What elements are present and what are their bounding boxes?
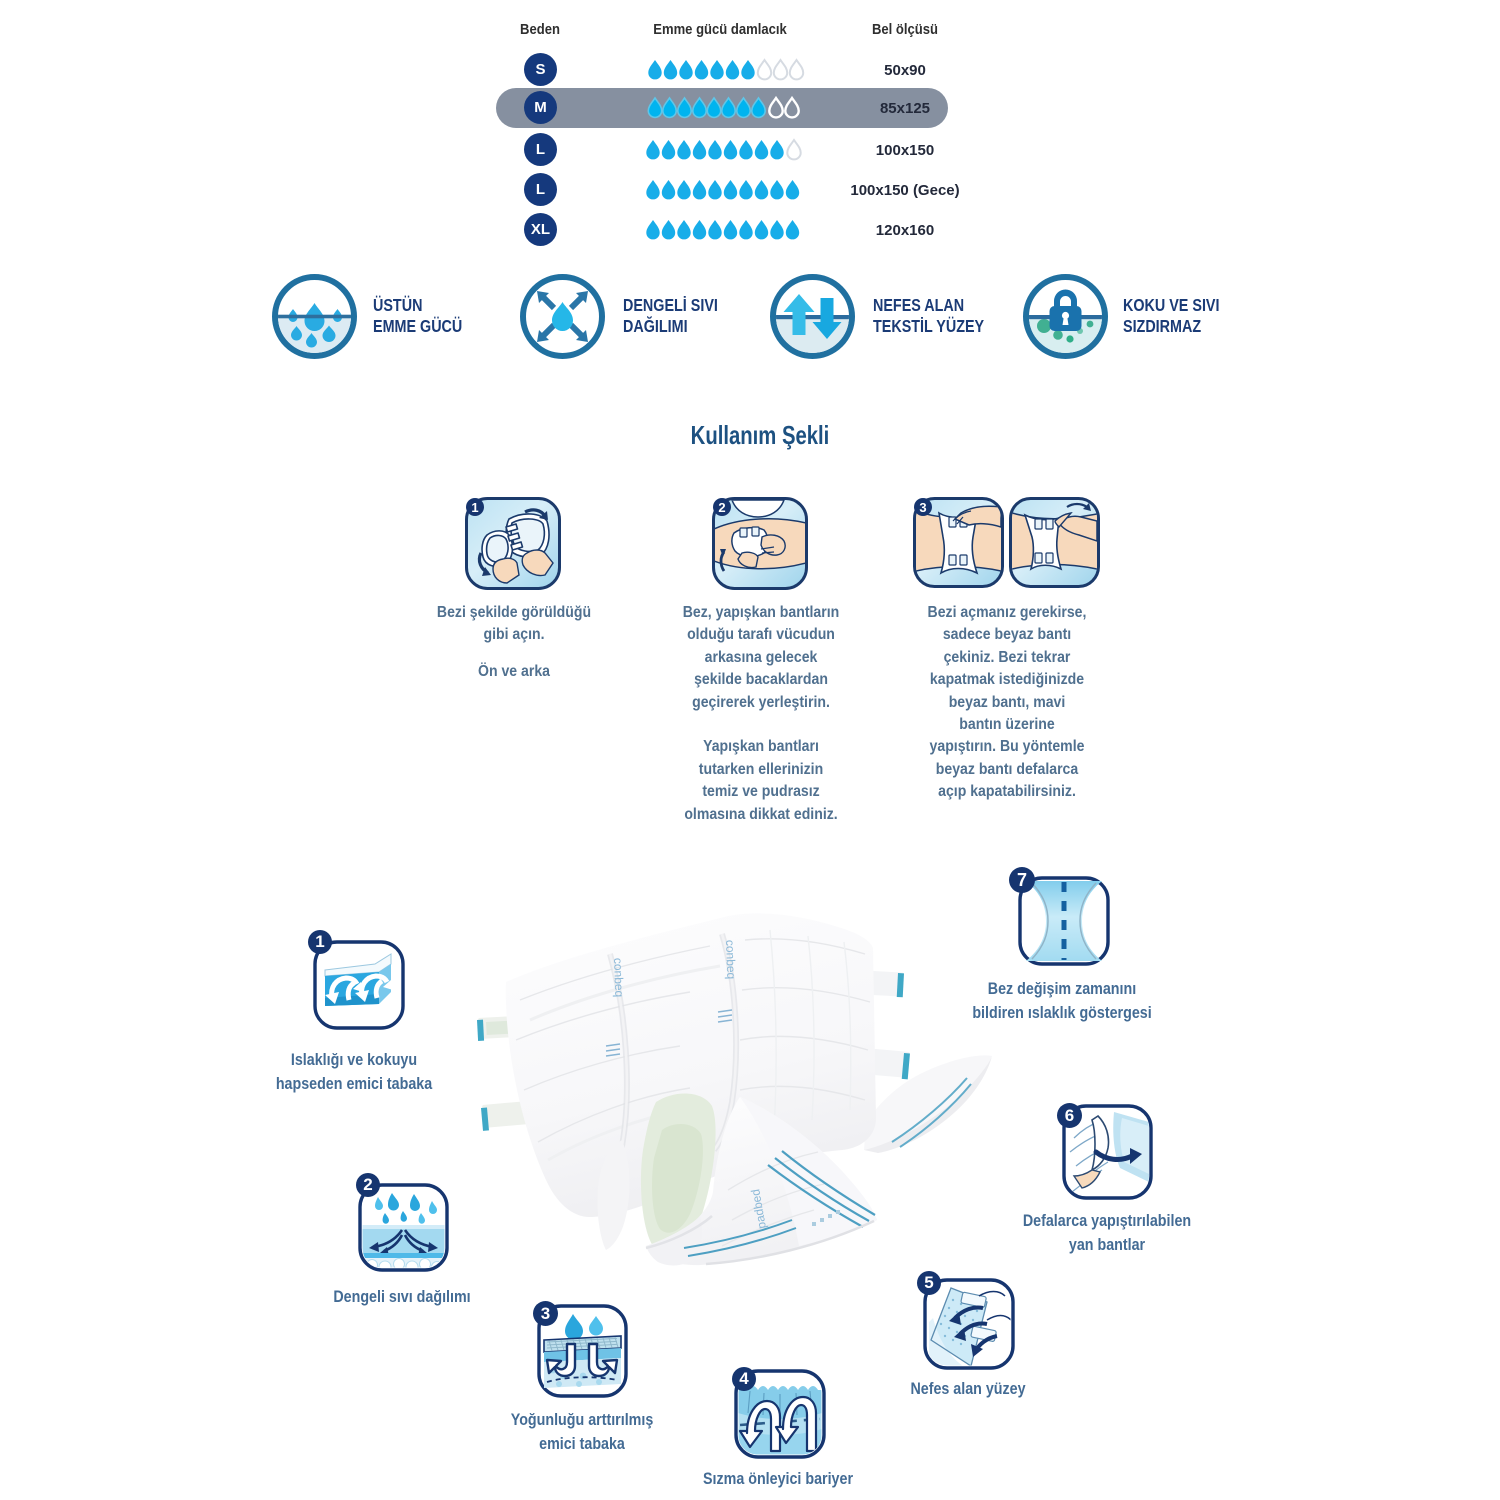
svg-text:conbeq: conbeq bbox=[611, 958, 626, 998]
svg-text:padbed: padbed bbox=[748, 1188, 769, 1230]
svg-text:conbeq: conbeq bbox=[723, 940, 738, 980]
